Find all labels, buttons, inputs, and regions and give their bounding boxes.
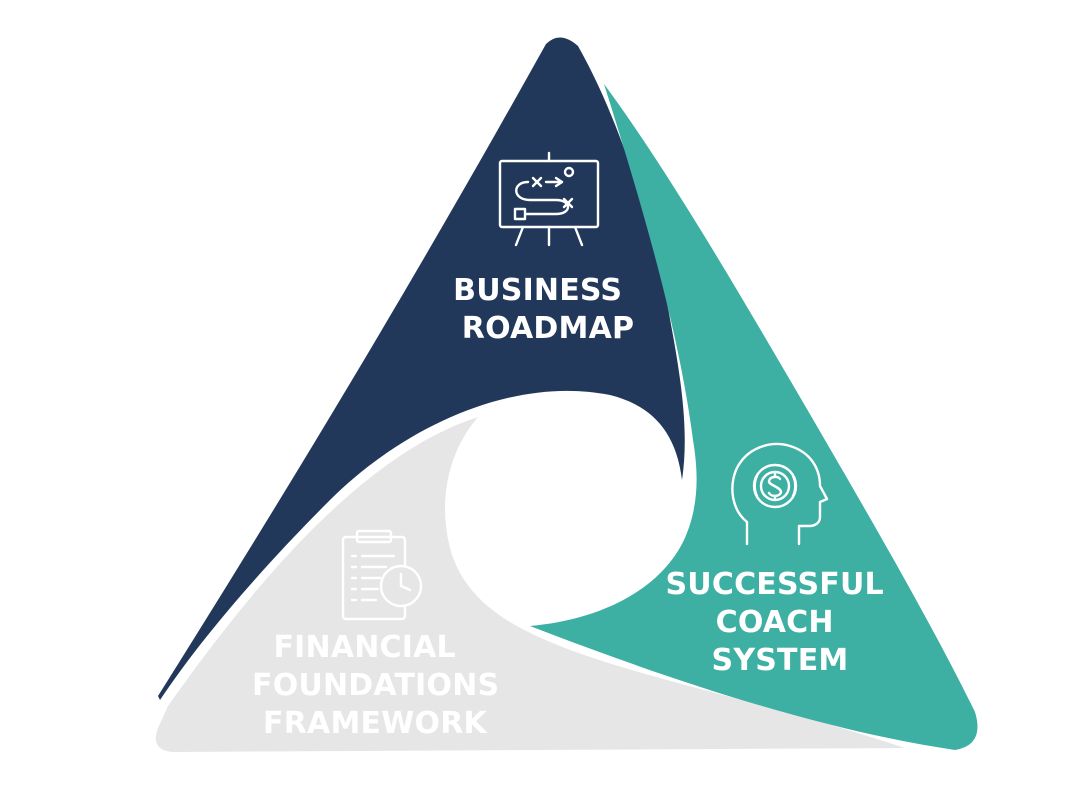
label-line: SUCCESSFUL (666, 567, 884, 602)
segment-financial-foundations-framework (155, 417, 905, 752)
label-line: FOUNDATIONS (252, 668, 499, 703)
label-business-roadmap: BUSINESS ROADMAP (453, 273, 634, 346)
label-line: BUSINESS (453, 273, 622, 308)
label-line: FRAMEWORK (263, 706, 488, 741)
label-successful-coach-system: SUCCESSFUL COACH SYSTEM (666, 567, 895, 678)
strategy-board-icon (498, 151, 600, 247)
clipboard-clock-icon (341, 529, 423, 621)
segment-business-roadmap (158, 37, 685, 700)
label-line: COACH (716, 605, 834, 640)
label-line: FINANCIAL (273, 630, 455, 665)
segment-successful-coach-system (530, 84, 978, 750)
label-line: SYSTEM (712, 643, 849, 678)
label-financial-foundations-framework: FINANCIAL FOUNDATIONS FRAMEWORK (252, 630, 510, 741)
label-line: ROADMAP (462, 311, 634, 346)
head-dollar-icon (731, 442, 829, 546)
